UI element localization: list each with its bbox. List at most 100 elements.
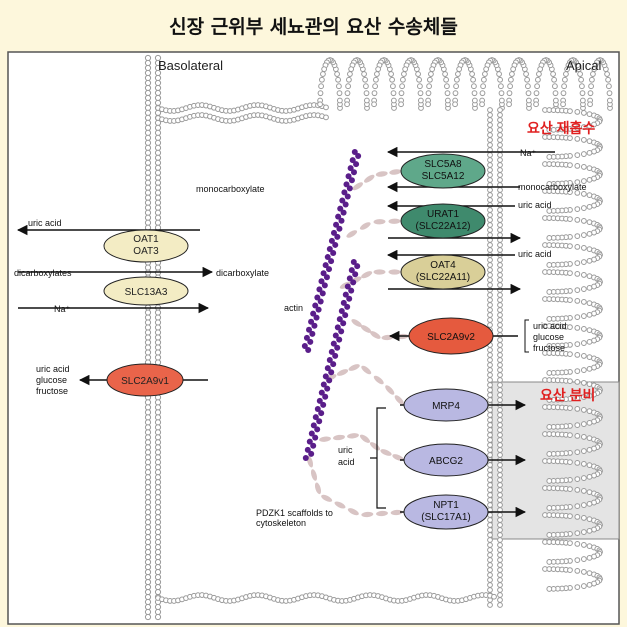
apical-membrane-bead bbox=[497, 292, 503, 298]
microvillus-bead bbox=[510, 66, 517, 73]
basolateral-membrane-bead bbox=[144, 534, 152, 541]
microvillus-bead bbox=[580, 461, 587, 467]
pdzk1-bead bbox=[321, 494, 333, 502]
microvillus-bead bbox=[334, 71, 340, 77]
microvillus-bead bbox=[444, 90, 451, 97]
microvillus-bead bbox=[580, 434, 587, 440]
apical-membrane-bead bbox=[487, 447, 493, 453]
microvillus-bead bbox=[586, 122, 593, 129]
microvillus-bead bbox=[579, 97, 586, 104]
basolateral-membrane-bead bbox=[144, 404, 152, 411]
microvillus-bead bbox=[574, 557, 581, 563]
pdzk1-bead bbox=[361, 511, 374, 518]
actin-bead bbox=[350, 279, 357, 286]
microvillus-bead bbox=[567, 513, 573, 519]
microvillus-bead bbox=[586, 581, 593, 588]
apical-membrane-bead bbox=[497, 467, 503, 473]
basolateral-membrane-bead bbox=[154, 329, 162, 336]
microvillus-bead bbox=[580, 205, 587, 211]
microvillus-bead bbox=[580, 232, 587, 238]
apical-membrane-bead bbox=[487, 527, 493, 533]
apical-membrane-bead bbox=[497, 362, 503, 368]
basolateral-uric-acid-label: uric acid bbox=[28, 218, 62, 228]
microvillus-bead bbox=[509, 71, 515, 77]
basolateral-membrane-bead bbox=[154, 439, 162, 446]
apical-membrane-bead bbox=[497, 232, 503, 238]
basolateral-membrane-bead bbox=[154, 154, 162, 161]
microvillus-bead bbox=[454, 76, 460, 83]
microvillus-bead bbox=[580, 164, 587, 170]
apical-membrane-bead bbox=[487, 467, 493, 473]
actin-bead bbox=[340, 320, 347, 327]
basolateral-membrane-bead bbox=[144, 319, 152, 326]
basolateral-membrane-bead bbox=[154, 354, 162, 361]
actin-bead bbox=[336, 336, 343, 343]
apical-membrane-bead bbox=[487, 437, 493, 443]
npt1-transporter: NPT1 (SLC17A1) bbox=[403, 494, 489, 530]
apical-uric-acid-label: uric acid bbox=[518, 200, 552, 210]
apical-membrane-bead bbox=[487, 127, 493, 133]
apical-membrane-bead bbox=[497, 222, 503, 228]
microvillus-bead bbox=[574, 395, 581, 401]
pdzk1-bead bbox=[388, 269, 401, 275]
microvillus-bead bbox=[546, 532, 553, 538]
basolateral-membrane-bead bbox=[144, 64, 152, 72]
actin-bead bbox=[330, 250, 337, 257]
apical-membrane-bead bbox=[497, 157, 503, 163]
basolateral-membrane-bead bbox=[154, 554, 162, 561]
microvillus-bead bbox=[574, 152, 581, 158]
apical-membrane-bead bbox=[487, 117, 493, 123]
microvillus-bead bbox=[321, 66, 328, 73]
microvillus-bead bbox=[348, 66, 355, 73]
microvillus-bead bbox=[455, 71, 461, 77]
apical-membrane-bead bbox=[487, 242, 493, 248]
apical-membrane-bead bbox=[487, 297, 493, 303]
apical-membrane-bead bbox=[497, 217, 503, 223]
microvillus-bead bbox=[546, 262, 553, 268]
basolateral-membrane-bead bbox=[144, 204, 152, 211]
microvillus-bead bbox=[574, 541, 581, 547]
basolateral-membrane-bead bbox=[144, 464, 152, 471]
apical-membrane-bead bbox=[497, 122, 503, 128]
microvillus-bead bbox=[574, 449, 581, 455]
apical-membrane-bead bbox=[487, 162, 493, 168]
apical-membrane-bead bbox=[497, 477, 503, 483]
apical-membrane-bead bbox=[487, 562, 493, 568]
apical-membrane-bead bbox=[487, 357, 493, 363]
basolateral-membrane-bead bbox=[144, 444, 152, 451]
microvillus-bead bbox=[574, 298, 581, 304]
apical-membrane-bead bbox=[497, 397, 503, 403]
basolateral-membrane-bead bbox=[154, 409, 162, 416]
microvillus-bead bbox=[580, 502, 587, 508]
microvillus-bead bbox=[417, 97, 424, 104]
microvillus-bead bbox=[580, 569, 587, 575]
actin-bead bbox=[317, 298, 324, 305]
apical-membrane-bead bbox=[487, 587, 493, 593]
basolateral-membrane-bead bbox=[144, 144, 152, 151]
apical-membrane-bead bbox=[487, 567, 493, 573]
pdzk1-bead bbox=[347, 508, 359, 516]
apical-membrane-bead bbox=[497, 137, 503, 143]
apical-membrane-bead bbox=[497, 452, 503, 458]
basolateral-membrane-bead bbox=[144, 139, 152, 146]
basolateral-membrane-bead bbox=[154, 504, 162, 511]
basolateral-membrane-bead bbox=[154, 169, 162, 176]
apical-membrane-bead bbox=[487, 227, 493, 233]
oat4-transporter: OAT4 (SLC22A11) bbox=[400, 254, 486, 290]
apical-membrane-bead bbox=[487, 477, 493, 483]
basolateral-membrane-bead bbox=[154, 588, 162, 596]
actin-bead bbox=[307, 338, 314, 345]
actin-bead bbox=[308, 318, 315, 325]
actin-bead bbox=[310, 442, 317, 449]
actin-bead bbox=[328, 237, 335, 244]
basolateral-membrane-bead bbox=[144, 84, 152, 92]
mrp4-transporter: MRP4 bbox=[403, 388, 489, 422]
microvillus-bead bbox=[587, 101, 593, 108]
microvillus-bead bbox=[580, 191, 587, 197]
actin-bead bbox=[326, 377, 333, 384]
basolateral-membrane-bead bbox=[154, 549, 162, 556]
actin-bead bbox=[355, 153, 362, 160]
basolateral-membrane-bead bbox=[154, 314, 162, 321]
microvillus-bead bbox=[398, 101, 404, 108]
microvillus-bead bbox=[579, 83, 585, 90]
